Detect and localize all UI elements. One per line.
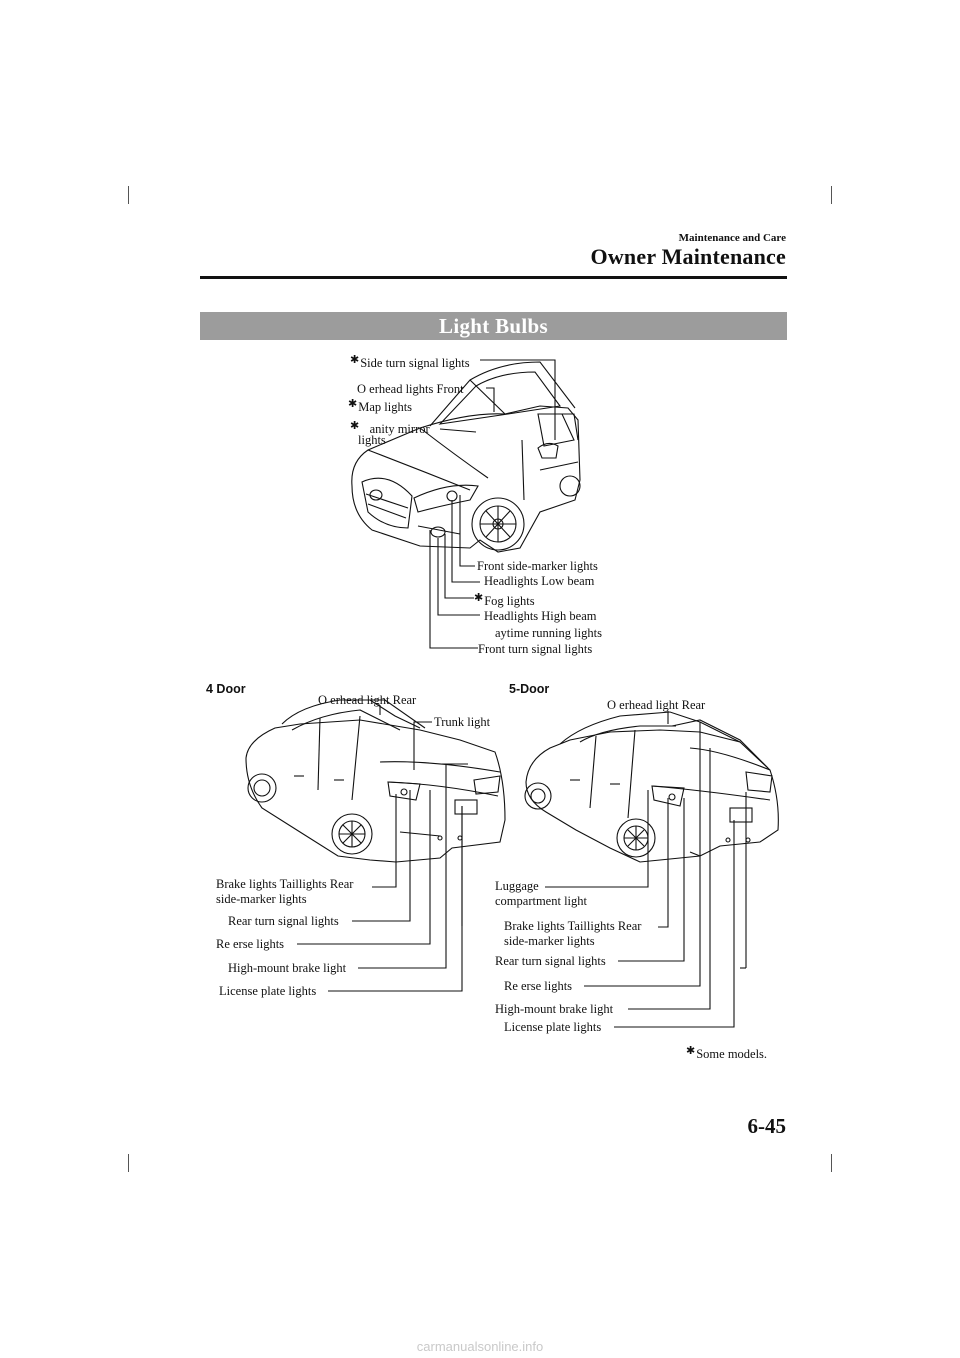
four-door-heading: 4 Door xyxy=(206,682,246,696)
watermark: carmanualsonline.info xyxy=(416,1339,544,1354)
label-5d-reverse: Re erse lights xyxy=(504,979,573,993)
label-5d-overhead-rear: O erhead light Rear xyxy=(607,698,706,712)
four-door-car-illustration xyxy=(245,699,506,863)
label-4d-license: License plate lights xyxy=(219,984,317,998)
page-number: 6-45 xyxy=(747,1114,787,1138)
label-4d-high-mount: High-mount brake light xyxy=(228,961,347,975)
crop-mark xyxy=(831,1154,832,1172)
label-4d-rear-turn: Rear turn signal lights xyxy=(228,914,339,928)
header-rule xyxy=(200,276,787,279)
crop-mark xyxy=(831,186,832,204)
five-door-car-illustration xyxy=(524,711,779,863)
label-vanity-mirror-2: lights xyxy=(358,433,386,447)
label-map-lights: ✱Map lights xyxy=(348,398,413,414)
label-5d-luggage: Luggage xyxy=(495,879,539,893)
label-4d-reverse: Re erse lights xyxy=(216,937,285,951)
footnote-some-models: ✱Some models. xyxy=(686,1045,768,1061)
label-5d-brake-lights: Brake lights Taillights Rear xyxy=(504,919,642,933)
five-door-heading: 5-Door xyxy=(509,682,550,696)
label-front-turn-signal: Front turn signal lights xyxy=(478,642,593,656)
chapter-title: Owner Maintenance xyxy=(590,244,786,269)
label-5d-high-mount: High-mount brake light xyxy=(495,1002,614,1016)
crop-mark xyxy=(128,1154,129,1172)
label-side-turn-signal: ✱Side turn signal lights xyxy=(350,354,470,370)
label-4d-trunk-light: Trunk light xyxy=(434,715,491,729)
label-5d-rear-turn: Rear turn signal lights xyxy=(495,954,606,968)
label-headlights-high: Headlights High beam xyxy=(484,609,597,623)
label-headlights-low: Headlights Low beam xyxy=(484,574,595,588)
label-overhead-front: O erhead lights Front xyxy=(357,382,464,396)
crop-mark xyxy=(128,186,129,204)
label-4d-brake-lights: Brake lights Taillights Rear xyxy=(216,877,354,891)
light-bulbs-banner: Light Bulbs xyxy=(200,312,787,340)
label-5d-side-marker: side-marker lights xyxy=(504,934,595,948)
section-title: Maintenance and Care xyxy=(678,232,786,244)
label-fog-lights: ✱Fog lights xyxy=(474,592,535,608)
label-vanity-mirror: ✱ anity mirror xyxy=(350,420,430,436)
label-5d-luggage-2: compartment light xyxy=(495,894,587,908)
label-4d-side-marker: side-marker lights xyxy=(216,892,307,906)
label-4d-overhead-rear: O erhead light Rear xyxy=(318,693,417,707)
label-5d-license: License plate lights xyxy=(504,1020,602,1034)
front-car-illustration xyxy=(351,361,581,553)
label-daytime-running: aytime running lights xyxy=(495,626,602,640)
label-front-side-marker: Front side-marker lights xyxy=(477,559,598,573)
